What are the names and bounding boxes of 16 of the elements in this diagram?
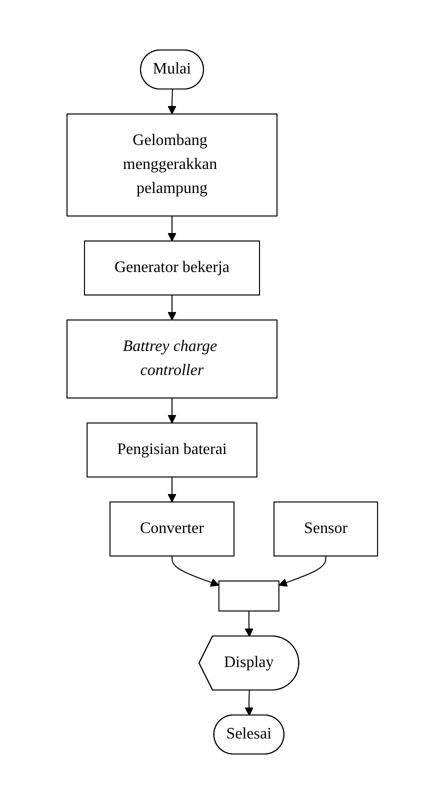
arrow bbox=[167, 397, 176, 423]
node-box: Generator bekerja bbox=[84, 240, 260, 295]
arrow bbox=[167, 294, 176, 320]
arrow bbox=[171, 555, 219, 586]
node-box bbox=[218, 580, 280, 611]
arrow bbox=[278, 555, 326, 586]
node-box: Battrey charge controller bbox=[66, 319, 278, 398]
node-box: Sensor bbox=[273, 501, 378, 556]
arrow bbox=[167, 476, 176, 502]
arrow bbox=[167, 88, 176, 114]
node-box: Gelombang menggerakkan pelampung bbox=[66, 113, 278, 216]
arrow bbox=[244, 610, 254, 636]
node-box: Pengisian baterai bbox=[86, 422, 258, 477]
node-box: Converter bbox=[109, 501, 234, 556]
arrow bbox=[167, 215, 176, 241]
arrow bbox=[244, 689, 254, 716]
